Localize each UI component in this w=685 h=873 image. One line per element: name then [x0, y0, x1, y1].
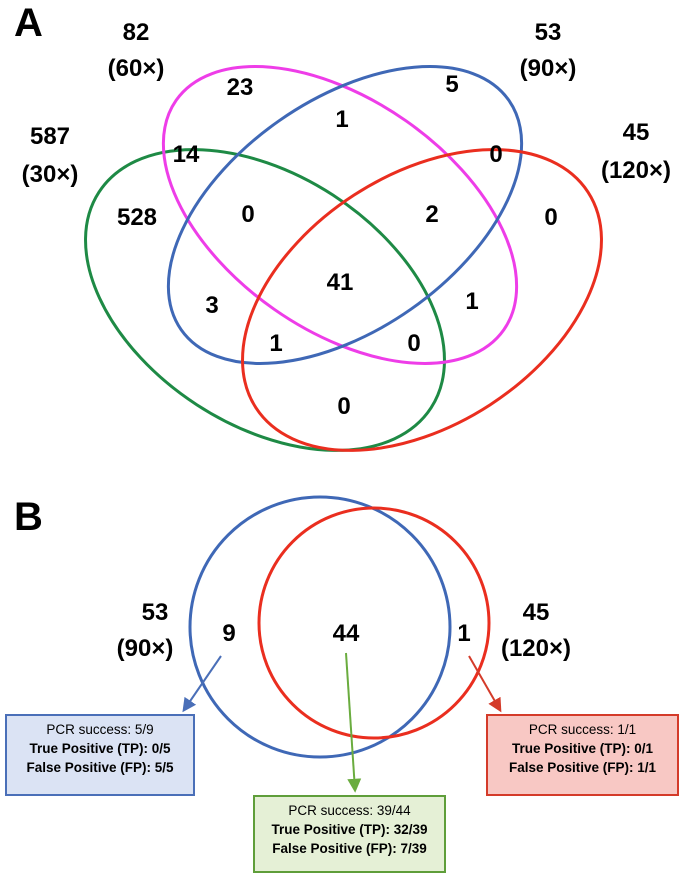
- set-depth-right: (120×): [501, 635, 571, 662]
- set-count-blue: 53: [535, 19, 562, 46]
- region-count: 1: [335, 106, 348, 133]
- region-count: 2: [425, 201, 438, 228]
- true-positive-text: True Positive (TP): 32/39: [271, 822, 428, 837]
- region-count: 3: [205, 292, 218, 319]
- pcr-success-text: PCR success: 5/9: [46, 722, 154, 737]
- region-count: 41: [327, 269, 354, 296]
- false-positive-text: False Positive (FP): 7/39: [272, 841, 427, 856]
- set-depth-left: (90×): [117, 635, 174, 662]
- pcr-success-text: PCR success: 39/44: [288, 803, 411, 818]
- pcr-box-right: PCR success: 1/1 True Positive (TP): 0/1…: [486, 714, 679, 796]
- region-count: 0: [489, 141, 502, 168]
- set-count-magenta: 82: [123, 19, 150, 46]
- false-positive-text: False Positive (FP): 1/1: [508, 760, 657, 775]
- region-count: 0: [241, 201, 254, 228]
- set-depth-green: (30×): [22, 161, 79, 188]
- set-ellipse-green: [84, 148, 446, 452]
- region-count-left-only: 9: [222, 620, 235, 647]
- pcr-box-middle: PCR success: 39/44 True Positive (TP): 3…: [253, 795, 446, 873]
- region-count: 1: [465, 288, 478, 315]
- region-count: 0: [544, 204, 557, 231]
- region-count-shared: 44: [333, 620, 360, 647]
- set-circle-red: [257, 506, 491, 740]
- panel-a-label: A: [14, 1, 43, 45]
- region-count: 0: [407, 330, 420, 357]
- region-count-right-only: 1: [457, 620, 470, 647]
- arrow-left: [182, 655, 222, 713]
- set-count-right: 45: [523, 599, 550, 626]
- pcr-success-text: PCR success: 1/1: [528, 722, 637, 737]
- region-count: 1: [269, 330, 282, 357]
- region-count: 14: [173, 141, 200, 168]
- set-ellipse-red: [241, 148, 603, 452]
- region-count: 0: [337, 393, 350, 420]
- region-count: 23: [227, 74, 254, 101]
- region-count: 528: [117, 204, 157, 231]
- set-circle-blue: [188, 495, 452, 759]
- arrow-right: [468, 655, 502, 713]
- set-count-red: 45: [623, 119, 650, 146]
- set-depth-red: (120×): [601, 157, 671, 184]
- panel-b-label: B: [14, 495, 43, 539]
- true-positive-text: True Positive (TP): 0/5: [29, 741, 171, 756]
- region-count: 5: [445, 71, 458, 98]
- set-depth-blue: (90×): [520, 55, 577, 82]
- set-ellipse-blue: [166, 65, 524, 365]
- true-positive-text: True Positive (TP): 0/1: [511, 741, 654, 756]
- set-count-left: 53: [142, 599, 169, 626]
- set-ellipse-magenta: [161, 65, 519, 365]
- false-positive-text: False Positive (FP): 5/5: [26, 760, 174, 775]
- pcr-box-left: PCR success: 5/9 True Positive (TP): 0/5…: [5, 714, 195, 796]
- set-depth-magenta: (60×): [108, 55, 165, 82]
- set-count-green: 587: [30, 123, 70, 150]
- arrow-middle: [345, 652, 362, 793]
